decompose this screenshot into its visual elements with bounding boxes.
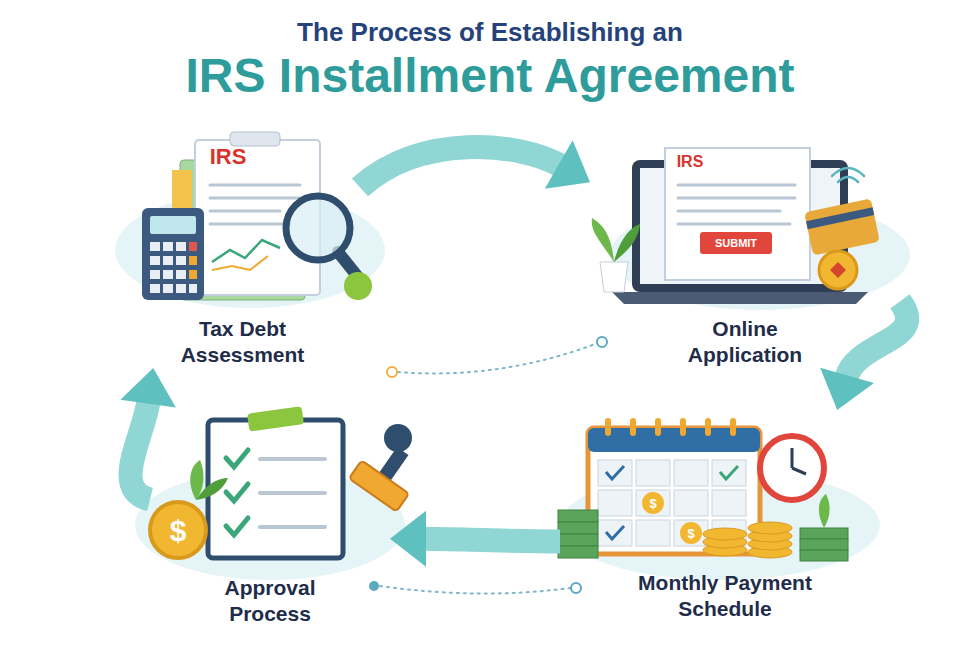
icon-label: IRS bbox=[210, 144, 247, 170]
flow-arrow bbox=[820, 301, 907, 410]
step-label: Online Application bbox=[660, 316, 830, 369]
process-step: Monthly Payment Schedule bbox=[560, 410, 890, 622]
flow-arrow bbox=[360, 140, 590, 189]
arrow-band bbox=[424, 539, 560, 542]
icon-label: SUBMIT bbox=[715, 237, 757, 249]
arrow-head bbox=[545, 140, 590, 189]
subtitle: The Process of Establishing an bbox=[297, 17, 683, 48]
flow-arrow bbox=[120, 368, 175, 499]
diagram-title: IRS Installment Agreement bbox=[0, 50, 980, 103]
icon-label: $ bbox=[649, 496, 656, 511]
icon-label: $ bbox=[170, 514, 187, 548]
process-step: Online Application bbox=[590, 130, 900, 368]
arrow-head bbox=[120, 368, 175, 408]
arrow-head bbox=[390, 511, 426, 567]
flow-arrow bbox=[390, 511, 560, 567]
step-label: Tax Debt Assessment bbox=[168, 316, 318, 369]
arrow-band bbox=[847, 301, 908, 377]
arrow-head bbox=[820, 368, 874, 410]
arrow-band bbox=[131, 402, 150, 500]
step-label: Monthly Payment Schedule bbox=[625, 570, 825, 623]
icon-label: $ bbox=[687, 526, 694, 541]
process-step: Tax Debt Assessment bbox=[125, 110, 360, 368]
step-label: Approval Process bbox=[195, 575, 345, 628]
arrow-band bbox=[360, 147, 560, 187]
icon-label: IRS bbox=[677, 153, 704, 171]
process-step: Approval Process bbox=[150, 395, 390, 627]
